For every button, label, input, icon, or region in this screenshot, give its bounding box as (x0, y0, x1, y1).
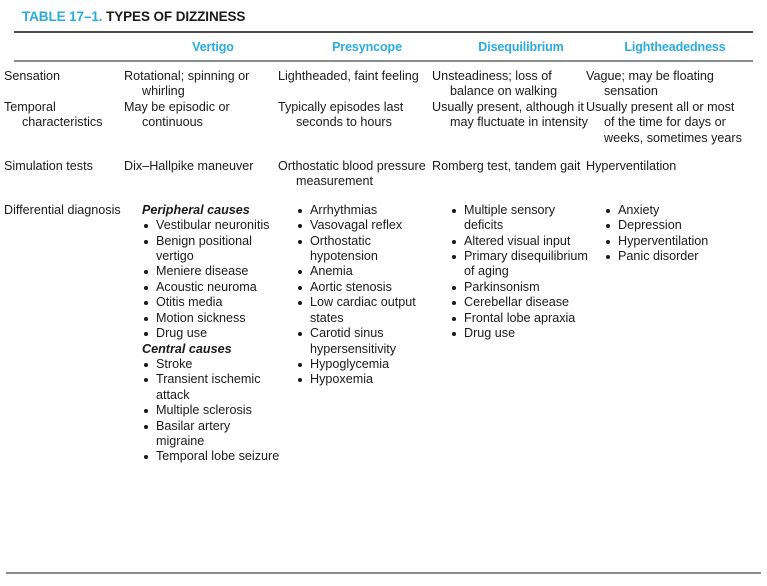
cell-diagnosis-presyncope: Arrhythmias Vasovagal reflex Orthostatic… (290, 203, 444, 388)
list-peripheral-causes: Vestibular neuronitis Benign positional … (142, 218, 280, 341)
bottom-rule (6, 572, 761, 574)
bottom-rule-container (0, 572, 767, 574)
list-item: Primary disequilibrium of aging (450, 249, 588, 280)
header-rule (14, 60, 753, 62)
list-disequilibrium-causes: Multiple sensory deficits Altered visual… (450, 203, 588, 342)
row-spacer (8, 190, 759, 203)
title-rule (14, 31, 753, 33)
list-item: Carotid sinus hypersensitivity (296, 326, 434, 357)
table-row: Sensation Rotational; spinning or whirli… (4, 69, 759, 100)
subheading-peripheral-causes: Peripheral causes (142, 202, 250, 217)
cell-simulation-lightheadedness: Hyperventilation (586, 159, 677, 174)
list-lightheadedness-causes: Anxiety Depression Hyperventilation Pani… (604, 203, 742, 265)
list-item: Orthostatic hypotension (296, 234, 434, 265)
row-label-sensation: Sensation (4, 69, 61, 83)
list-item: Hypoxemia (296, 372, 434, 387)
list-item: Vestibular neuronitis (142, 218, 280, 233)
table-row-differential-diagnosis: Differential diagnosis Peripheral causes… (4, 202, 759, 465)
list-item: Acoustic neuroma (142, 280, 280, 295)
row-label-temporal-characteristics: Temporal characteristics (4, 99, 103, 130)
table-number-label: TABLE 17–1. (22, 9, 103, 24)
list-item: Drug use (142, 326, 280, 341)
list-item: Otitis media (142, 295, 280, 310)
list-item: Hyperventilation (604, 234, 742, 249)
column-header-presyncope: Presyncope (332, 40, 402, 54)
cell-diagnosis-vertigo: Peripheral causes Vestibular neuronitis … (136, 203, 290, 465)
cell-sensation-lightheadedness: Vague; may be floating sensation (586, 69, 714, 99)
cell-temporal-disequilibrium: Usually present, although it may fluctua… (432, 99, 588, 130)
list-item: Parkinsonism (450, 280, 588, 295)
cell-sensation-presyncope: Lightheaded, faint feeling (278, 69, 419, 83)
list-presyncope-causes: Arrhythmias Vasovagal reflex Orthostatic… (296, 203, 434, 388)
list-item: Transient ischemic attack (142, 372, 280, 403)
cell-temporal-vertigo: May be episodic or continuous (124, 99, 230, 130)
cell-simulation-presyncope: Orthostatic blood pressure measurement (278, 159, 426, 189)
list-item: Hypoglycemia (296, 357, 434, 372)
subheading-central-causes: Central causes (142, 341, 232, 356)
cell-simulation-disequilibrium: Romberg test, tandem gait (432, 159, 581, 174)
list-item: Motion sickness (142, 311, 280, 326)
column-header-lightheadedness: Lightheadedness (624, 40, 726, 54)
header-spacer-cell (8, 40, 136, 54)
row-spacer (8, 146, 759, 159)
list-item: Drug use (450, 326, 588, 341)
list-item: Meniere disease (142, 264, 280, 279)
list-item: Aortic stenosis (296, 280, 434, 295)
table-row: Temporal characteristics May be episodic… (4, 99, 759, 146)
list-item: Benign positional vertigo (142, 234, 280, 265)
list-item: Anemia (296, 264, 434, 279)
list-item: Basilar artery migraine (142, 419, 280, 450)
cell-diagnosis-lightheadedness: Anxiety Depression Hyperventilation Pani… (598, 203, 752, 265)
list-item: Depression (604, 218, 742, 233)
list-item: Altered visual input (450, 234, 588, 249)
list-item: Arrhythmias (296, 203, 434, 218)
column-header-disequilibrium: Disequilibrium (478, 40, 564, 54)
list-item: Frontal lobe apraxia (450, 311, 588, 326)
list-item: Panic disorder (604, 249, 742, 264)
cell-sensation-vertigo: Rotational; spinning or whirling (124, 69, 250, 99)
list-item: Temporal lobe seizure (142, 449, 280, 464)
table-row: Simulation tests Dix–Hallpike maneuver O… (4, 159, 759, 190)
row-label-simulation-tests: Simulation tests (4, 159, 93, 174)
table-title-bar: TABLE 17–1. TYPES OF DIZZINESS (8, 0, 759, 31)
cell-temporal-lightheadedness: Usually present all or most of the time … (586, 99, 742, 145)
list-central-causes: Stroke Transient ischemic attack Multipl… (142, 357, 280, 465)
page-title: TYPES OF DIZZINESS (106, 9, 246, 24)
cell-temporal-presyncope: Typically episodes last seconds to hours (278, 99, 404, 130)
table-body: Sensation Rotational; spinning or whirli… (4, 62, 759, 465)
list-item: Stroke (142, 357, 280, 372)
row-label-differential-diagnosis: Differential diagnosis (4, 202, 121, 217)
cell-simulation-vertigo: Dix–Hallpike maneuver (124, 159, 254, 174)
cell-diagnosis-disequilibrium: Multiple sensory deficits Altered visual… (444, 203, 598, 342)
column-header-vertigo: Vertigo (192, 40, 234, 54)
list-item: Anxiety (604, 203, 742, 218)
list-item: Multiple sclerosis (142, 403, 280, 418)
list-item: Low cardiac output states (296, 295, 434, 326)
column-header-row: Vertigo Presyncope Disequilibrium Lighth… (8, 33, 759, 60)
list-item: Cerebellar disease (450, 295, 588, 310)
list-item: Multiple sensory deficits (450, 203, 588, 234)
cell-sensation-disequilibrium: Unsteadiness; loss of balance on walking (432, 69, 558, 99)
list-item: Vasovagal reflex (296, 218, 434, 233)
